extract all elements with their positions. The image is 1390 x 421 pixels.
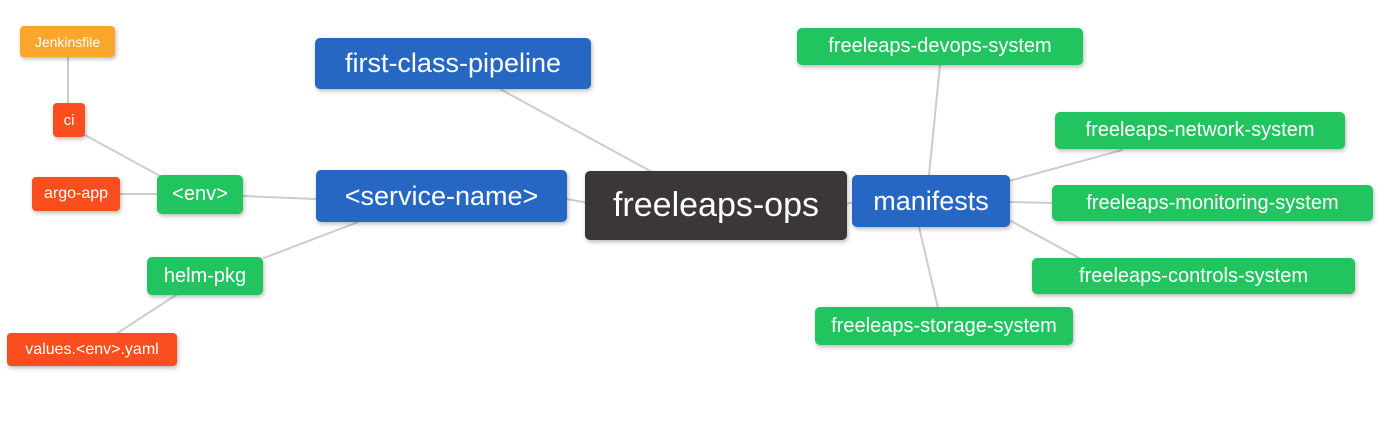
node-helm-pkg[interactable]: helm-pkg <box>147 257 263 295</box>
node-manifests[interactable]: manifests <box>852 175 1010 227</box>
edge-helm-pkg-values <box>115 294 177 335</box>
edge-manifests-controls <box>1010 220 1082 260</box>
edge-ci-env <box>82 133 161 177</box>
node-freeleaps-controls-system[interactable]: freeleaps-controls-system <box>1032 258 1355 294</box>
node-freeleaps-storage-system[interactable]: freeleaps-storage-system <box>815 307 1073 345</box>
node-jenkinsfile[interactable]: Jenkinsfile <box>20 26 115 57</box>
node-freeleaps-network-system[interactable]: freeleaps-network-system <box>1055 112 1345 149</box>
node-ci[interactable]: ci <box>53 103 85 137</box>
node-values-env-yaml[interactable]: values.<env>.yaml <box>7 333 177 366</box>
node-argo-app[interactable]: argo-app <box>32 177 120 211</box>
edge-manifests-storage <box>918 226 939 309</box>
edge-manifests-network <box>1008 149 1123 182</box>
node-freeleaps-monitoring-system[interactable]: freeleaps-monitoring-system <box>1052 185 1373 221</box>
edge-service-name-ops <box>566 198 589 204</box>
edge-manifests-monitoring <box>1009 201 1054 204</box>
edge-env-service-name <box>242 195 317 200</box>
node-first-class-pipeline[interactable]: first-class-pipeline <box>315 38 591 89</box>
edge-pipeline-ops <box>499 88 653 173</box>
edge-service-name-helm-pkg <box>263 221 359 259</box>
node-service-name[interactable]: <service-name> <box>316 170 567 222</box>
edge-manifests-devops <box>928 64 941 176</box>
node-freeleaps-ops[interactable]: freeleaps-ops <box>585 171 847 240</box>
node-env[interactable]: <env> <box>157 175 243 214</box>
node-freeleaps-devops-system[interactable]: freeleaps-devops-system <box>797 28 1083 65</box>
